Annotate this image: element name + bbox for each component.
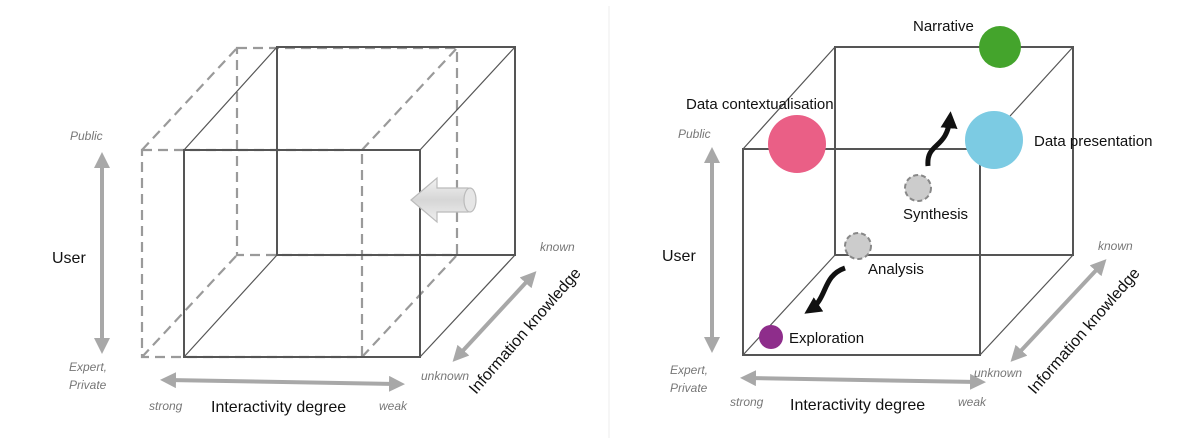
left-user-label: User <box>52 250 86 267</box>
data-contextualisation-node <box>768 115 826 173</box>
right-interactivity-axis-arrow <box>740 370 986 390</box>
right-unknown-label: unknown <box>974 366 1022 380</box>
left-cube <box>183 46 516 358</box>
data-contextualisation-label: Data contextualisation <box>686 96 834 113</box>
right-private-label: Private <box>670 381 708 395</box>
left-interactivity-axis-arrow <box>160 372 405 392</box>
left-strong-label: strong <box>149 399 183 413</box>
analysis-label: Analysis <box>868 261 924 278</box>
right-knowledge-axis-arrow <box>1010 259 1107 362</box>
narrative-node <box>979 26 1021 68</box>
left-known-label: known <box>540 240 575 254</box>
right-public-label: Public <box>678 127 711 141</box>
data-presentation-node <box>965 111 1023 169</box>
right-expert-label: Expert, <box>670 363 708 377</box>
left-panel: Public Expert, Private User strong weak … <box>52 46 585 416</box>
left-shifted-cube-dashed <box>140 46 459 359</box>
left-weak-label: weak <box>379 399 408 413</box>
right-user-label: User <box>662 248 696 265</box>
right-known-label: known <box>1098 239 1133 253</box>
synthesis-to-presentation-arrow <box>925 111 958 167</box>
data-presentation-label: Data presentation <box>1034 133 1152 150</box>
left-unknown-label: unknown <box>421 369 469 383</box>
narrative-label: Narrative <box>913 18 974 35</box>
right-cube <box>742 46 1074 356</box>
left-public-label: Public <box>70 129 103 143</box>
right-weak-label: weak <box>958 395 987 409</box>
exploration-node <box>759 325 783 349</box>
right-interactivity-label: Interactivity degree <box>790 397 925 414</box>
push-arrow-icon <box>410 176 477 224</box>
synthesis-node <box>904 174 932 202</box>
analysis-to-exploration-arrow <box>804 265 847 314</box>
right-strong-label: strong <box>730 395 764 409</box>
left-interactivity-label: Interactivity degree <box>211 399 346 416</box>
left-expert-label: Expert, <box>69 360 107 374</box>
left-knowledge-axis-arrow <box>452 271 537 362</box>
analysis-node <box>844 232 872 260</box>
right-panel: Narrative Data contextualisation Data pr… <box>662 18 1152 414</box>
left-private-label: Private <box>69 378 107 392</box>
synthesis-label: Synthesis <box>903 206 968 223</box>
exploration-label: Exploration <box>789 330 864 347</box>
